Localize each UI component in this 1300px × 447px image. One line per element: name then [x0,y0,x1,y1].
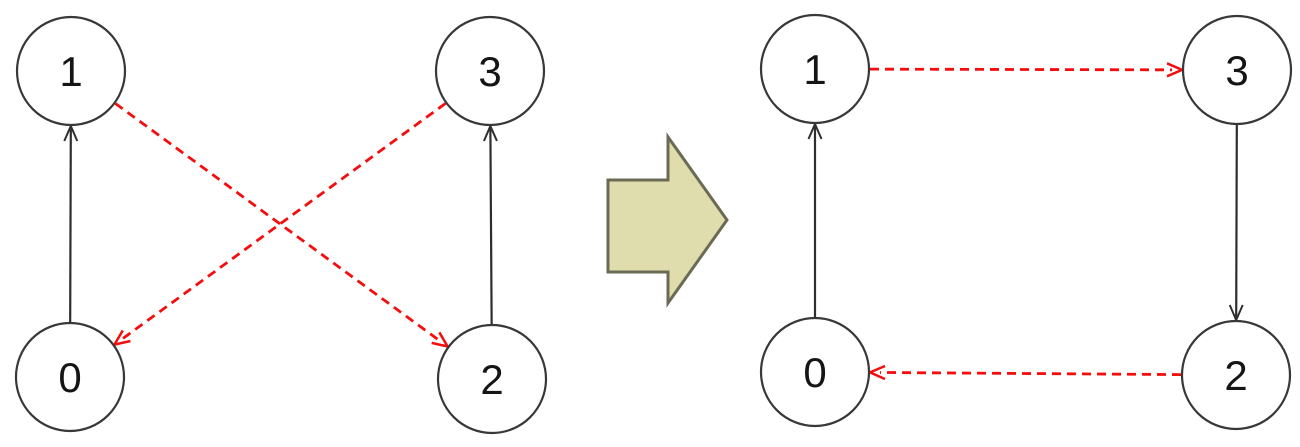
node-0-circle-before [14,321,126,433]
node-0-circle-after [759,316,871,428]
node-1-label-after: 1 [803,46,826,93]
node-1-circle-after [759,13,871,125]
edge-0-to-1-solid [63,123,79,323]
node-3-circle-after [1181,14,1293,126]
edge-line [114,102,441,342]
node-3-circle-before [434,15,546,127]
edge-2-to-0-dashed [866,364,1182,381]
node-3-label-after: 3 [1225,47,1248,94]
arrowhead-into-2 [431,331,451,349]
edge-line [121,102,447,340]
graph-before: 1 3 0 2 [14,15,548,435]
transform-right-block-arrow-icon [606,132,729,308]
edge-line [1235,124,1238,319]
node-3-label-before: 3 [478,48,501,95]
edge-line [879,371,1182,377]
arrowhead-into-3 [1166,62,1186,78]
edge-line [69,127,72,323]
node-2-circle-before [436,323,548,435]
edge-line [869,67,1173,72]
graph-after: 1 3 0 2 [759,13,1293,431]
node-2-label-after: 2 [1224,352,1247,399]
edge-3-to-2-solid [1228,124,1244,323]
node-0-label-after: 0 [803,349,826,396]
node-1-circle-before [15,15,127,127]
node-0-label-before: 0 [58,354,81,401]
arrowhead-into-0 [111,329,131,347]
node-2-circle-after [1180,319,1292,431]
edge-2-to-3-solid [483,123,498,325]
edge-line [489,127,493,325]
node-2-label-before: 2 [480,356,503,403]
edge-1-to-3-dashed [869,62,1186,78]
arrowhead-into-0 [866,364,886,381]
edge-1-to-2-dashed [114,102,451,349]
edge-0-to-1-solid [807,121,823,317]
node-1-label-before: 1 [59,48,82,95]
